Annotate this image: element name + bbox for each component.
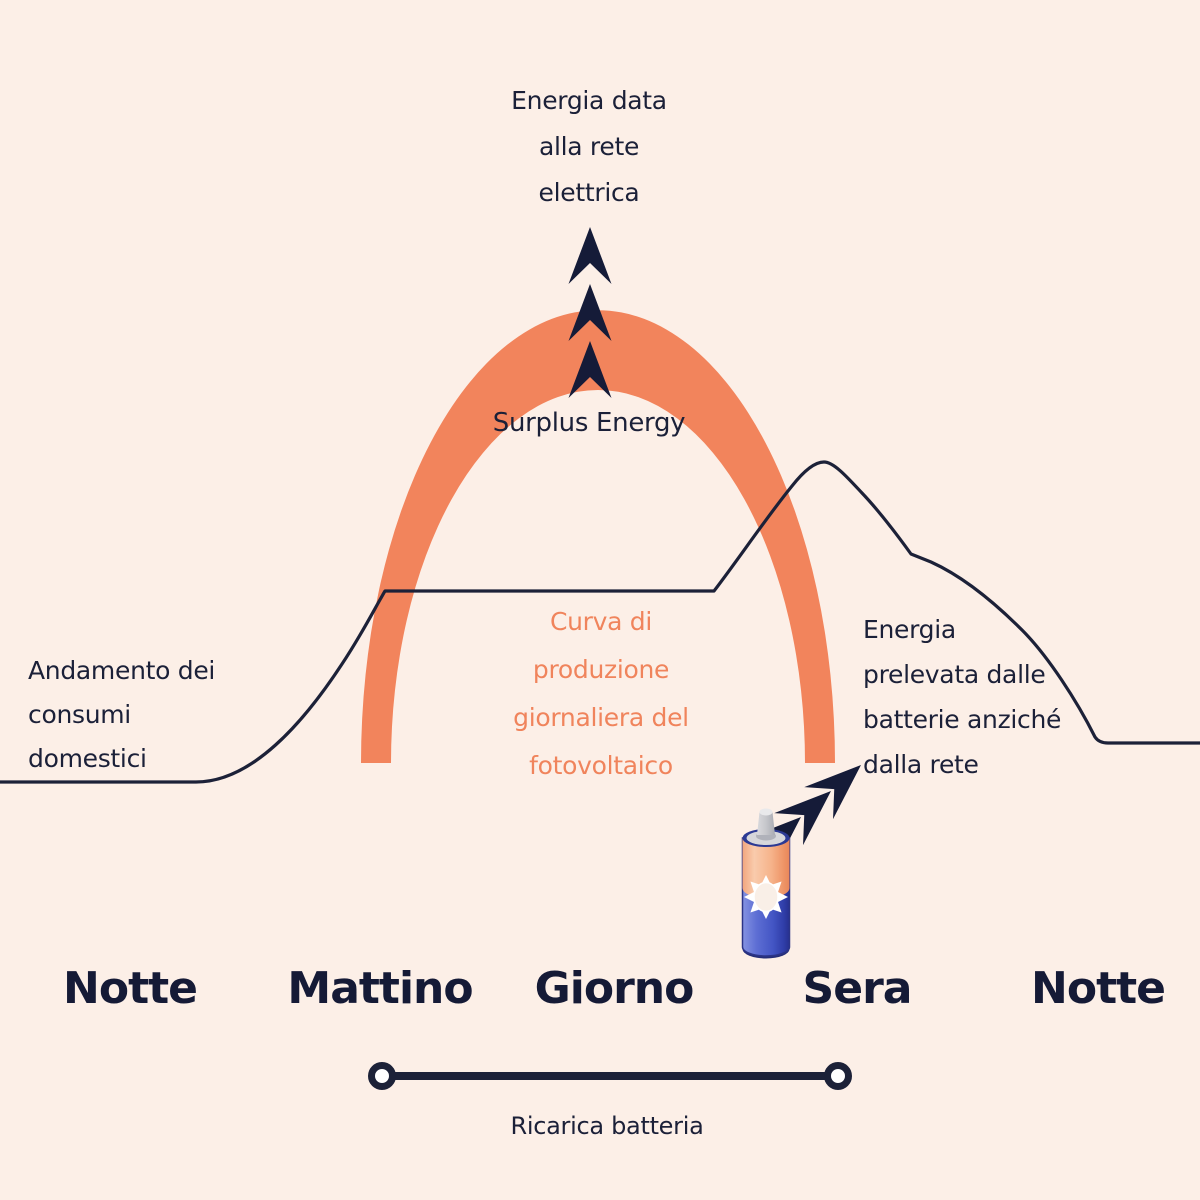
battery-draw-label: Energia prelevata dalle batterie anziché…	[863, 607, 1061, 787]
consumption-label: Andamento dei consumi domestici	[28, 649, 215, 781]
grid-feed-line-2: alla rete	[538, 132, 640, 161]
battery-draw-line-1: Energia	[863, 615, 956, 644]
battery-draw-line-3: batterie anziché	[863, 705, 1062, 734]
timeline-notte-right: Notte	[1031, 963, 1166, 1014]
consumption-curve	[0, 460, 1200, 784]
grid-feed-line-1: Energia data	[511, 86, 667, 115]
timeline-mattino: Mattino	[287, 963, 473, 1014]
grid-feed-line-3: elettrica	[538, 178, 640, 207]
recharge-bracket	[368, 1062, 852, 1090]
pv-curve-label: Curva di produzione giornaliera del foto…	[513, 598, 689, 790]
consumption-line-3: domestici	[28, 744, 147, 773]
timeline-sera: Sera	[802, 963, 913, 1014]
battery-draw-line-2: prelevata dalle	[863, 660, 1046, 689]
grid-feed-arrows-icon	[568, 227, 612, 398]
consumption-line-1: Andamento dei	[28, 656, 216, 685]
battery-discharge-arrows-icon	[744, 765, 861, 872]
battery-draw-line-4: dalla rete	[863, 750, 979, 779]
timeline-notte-left: Notte	[63, 963, 198, 1014]
pv-curve-line-4: fotovoltaico	[529, 751, 673, 780]
grid-feed-label: Energia data alla rete elettrica	[511, 78, 667, 216]
sun-icon	[744, 875, 788, 919]
surplus-energy-label: Surplus Energy	[492, 408, 686, 438]
battery-recharge-label: Ricarica batteria	[510, 1112, 704, 1140]
timeline-giorno: Giorno	[534, 963, 695, 1014]
chevron-up-icon	[568, 284, 612, 341]
consumption-line-2: consumi	[28, 700, 131, 729]
chevron-up-right-icon	[804, 765, 861, 820]
chevron-up-icon	[568, 341, 612, 398]
pv-production-arch	[361, 310, 835, 763]
chevron-up-right-icon	[744, 817, 801, 872]
chevron-up-right-icon	[774, 791, 831, 846]
bracket-endpoint-left	[368, 1062, 396, 1090]
battery-sun-icon	[741, 808, 791, 959]
pv-curve-line-1: Curva di	[549, 607, 653, 636]
chevron-up-icon	[568, 227, 612, 284]
pv-curve-line-3: giornaliera del	[513, 703, 689, 732]
pv-curve-line-2: produzione	[532, 655, 670, 684]
bracket-endpoint-right	[824, 1062, 852, 1090]
